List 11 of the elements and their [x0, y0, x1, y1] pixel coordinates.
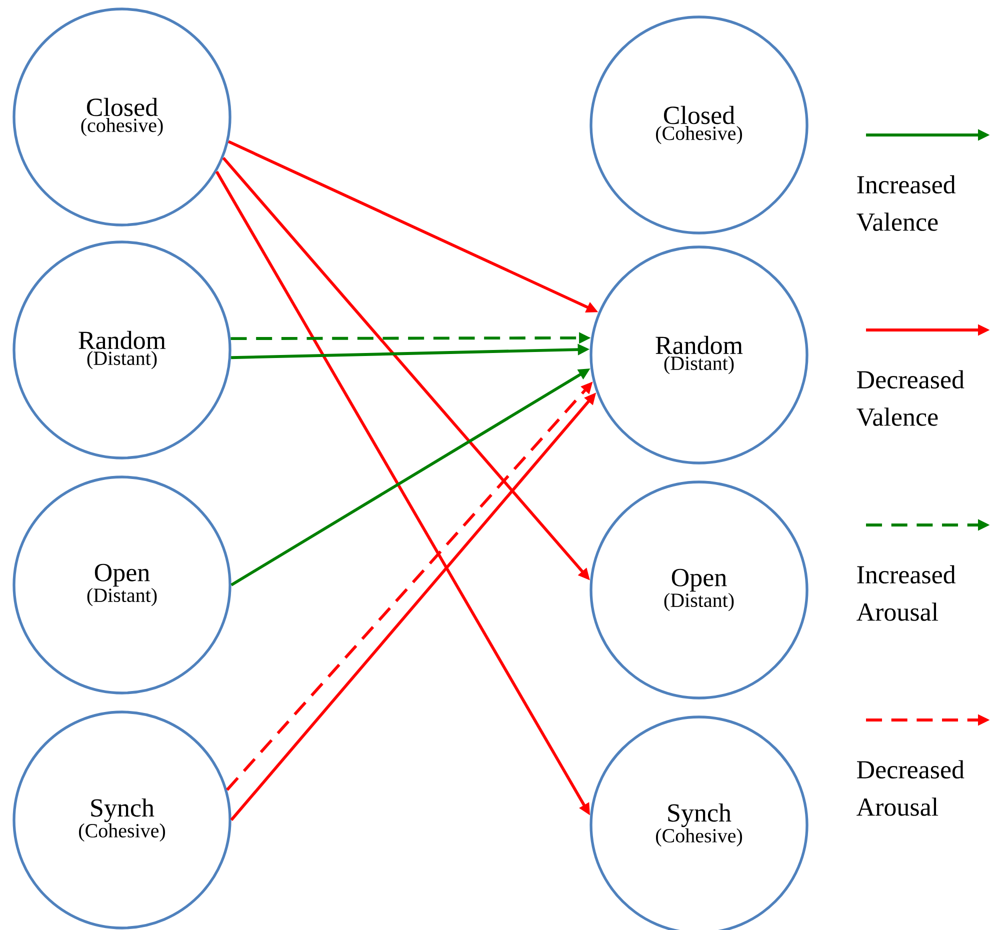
circle-node: Open (Distant) [590, 480, 808, 700]
circle-node: Random (Distant) [12, 240, 232, 460]
circle-node: Synch (Cohesive) [12, 710, 232, 930]
legend-text: Increased Arousal [856, 565, 956, 621]
circle-node: Closed (cohesive) [12, 8, 232, 226]
legend-text: Decreased Valence [856, 370, 964, 426]
circle-node: Open (Distant) [12, 476, 232, 694]
legend-text: Decreased Arousal [856, 760, 964, 816]
circle-node: Random (Distant) [590, 246, 808, 464]
legend-text: Increased Valence [856, 175, 956, 232]
circle-node: Closed (Cohesive) [590, 16, 808, 234]
